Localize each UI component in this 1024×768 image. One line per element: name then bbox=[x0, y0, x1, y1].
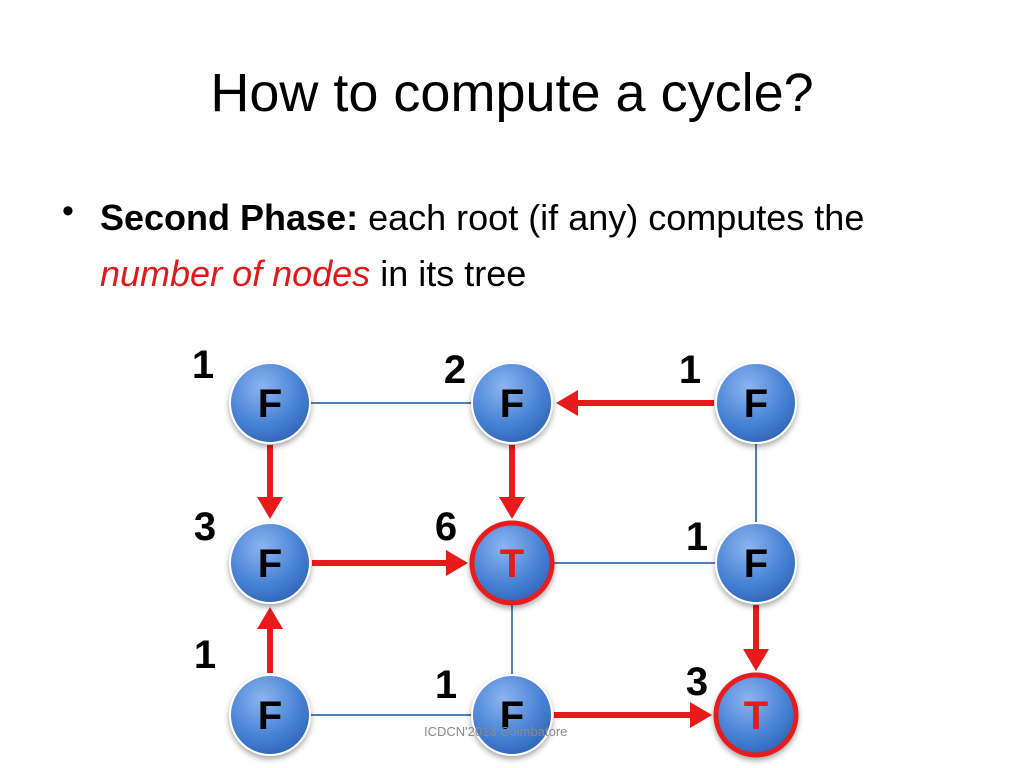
graph-node-r0c1: F bbox=[471, 362, 553, 444]
graph-node-r1c1: T bbox=[469, 520, 555, 606]
bullet-text-part2: in its tree bbox=[370, 253, 527, 294]
tree-arrow-r1c2-r2c2 bbox=[743, 605, 769, 671]
node-label: F bbox=[500, 694, 524, 738]
node-count-r1c0: 3 bbox=[194, 505, 216, 549]
node-label: T bbox=[500, 542, 524, 586]
graph-node-r2c0: F bbox=[229, 674, 311, 756]
node-label: F bbox=[258, 694, 282, 738]
bullet-text: Second Phase: each root (if any) compute… bbox=[100, 190, 980, 302]
node-count-r1c1: 6 bbox=[435, 505, 457, 549]
bullet-bold-label: Second Phase: bbox=[100, 197, 359, 238]
node-count-r0c0: 1 bbox=[192, 343, 214, 387]
graph-node-r0c0: F bbox=[229, 362, 311, 444]
tree-arrow-r2c0-r1c0 bbox=[257, 607, 283, 673]
node-count-r0c2: 1 bbox=[679, 348, 701, 392]
node-count-r2c2: 3 bbox=[686, 660, 708, 704]
tree-arrow-r1c0-r1c1 bbox=[312, 550, 468, 576]
graph-node-r0c2: F bbox=[715, 362, 797, 444]
graph-node-r2c2: T bbox=[713, 672, 799, 758]
tree-arrow-r2c1-r2c2 bbox=[554, 702, 712, 728]
node-label: F bbox=[258, 542, 282, 586]
graph-node-r1c2: F bbox=[715, 522, 797, 604]
tree-arrow-r0c0-r1c0 bbox=[257, 445, 283, 519]
graph-node-r2c1: F bbox=[471, 674, 553, 756]
node-label: F bbox=[744, 382, 768, 426]
bullet-emphasis: number of nodes bbox=[100, 253, 371, 294]
slide-title: How to compute a cycle? bbox=[210, 63, 814, 123]
bullet-text-part1: each root (if any) computes the bbox=[358, 197, 865, 238]
node-label: F bbox=[258, 382, 282, 426]
tree-arrow-r0c2-r0c1 bbox=[556, 390, 714, 416]
bullet-dot: • bbox=[62, 192, 74, 230]
node-label: F bbox=[500, 382, 524, 426]
node-label: T bbox=[744, 694, 768, 738]
node-label: F bbox=[744, 542, 768, 586]
node-count-r2c0: 1 bbox=[194, 633, 216, 677]
node-count-r1c2: 1 bbox=[686, 515, 708, 559]
graph-node-r1c0: F bbox=[229, 522, 311, 604]
tree-arrow-r0c1-r1c1 bbox=[499, 445, 525, 519]
node-count-r0c1: 2 bbox=[444, 348, 466, 392]
node-count-r2c1: 1 bbox=[435, 663, 457, 707]
footer-text: ICDCN'2013 Coimbatore bbox=[424, 724, 568, 739]
